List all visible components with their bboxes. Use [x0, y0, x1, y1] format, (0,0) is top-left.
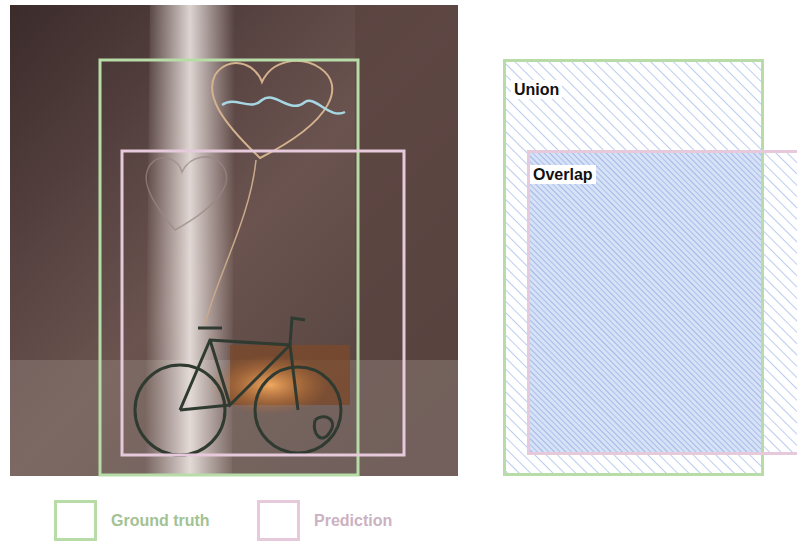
photo: [10, 5, 458, 476]
union-box: Union: [503, 59, 764, 476]
region-label: Union: [511, 80, 562, 99]
legend-label: Ground truth: [111, 512, 210, 530]
legend-item: Ground truth: [54, 500, 210, 541]
legend-swatch: [54, 500, 97, 541]
overlap-box: Overlap: [527, 150, 797, 455]
iou-hatching: [504, 60, 797, 475]
legend-label: Prediction: [314, 512, 392, 530]
legend-item: Prediction: [257, 500, 392, 541]
legend-swatch: [257, 500, 300, 541]
region-label: Overlap: [530, 165, 596, 184]
